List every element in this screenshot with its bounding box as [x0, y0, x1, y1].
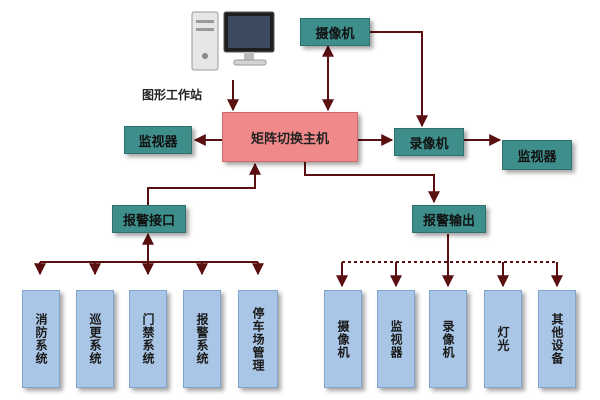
monitor-left-node: 监视器: [124, 126, 192, 154]
alarm-output-node: 报警输出: [412, 205, 486, 233]
wire-alarm-matrix: [147, 162, 261, 205]
input-access-system: 门禁系统: [129, 290, 167, 388]
alarm-interface-node: 报警接口: [112, 205, 186, 233]
workstation-label: 图形工作站: [142, 88, 203, 102]
input-parking-system: 停车场管理: [238, 290, 278, 388]
wire-camera-recorder: [370, 31, 428, 128]
output-camera: 摄像机: [324, 290, 362, 388]
output-lighting: 灯光: [484, 290, 522, 388]
input-fire-system: 消防系统: [22, 290, 60, 388]
output-monitor: 监视器: [377, 290, 415, 388]
output-recorder: 录像机: [429, 290, 467, 388]
input-alarm-system: 报警系统: [183, 290, 221, 388]
output-other-devices: 其他设备: [538, 290, 576, 388]
computer-icon: [191, 11, 275, 71]
monitor-right-node: 监视器: [502, 140, 572, 170]
wire-matrix-alarmout: [304, 162, 440, 204]
input-patrol-system: 巡更系统: [76, 290, 114, 388]
camera-top-node: 摄像机: [300, 18, 370, 46]
matrix-switcher-node: 矩阵切换主机: [222, 112, 358, 162]
recorder-node: 录像机: [394, 128, 464, 156]
